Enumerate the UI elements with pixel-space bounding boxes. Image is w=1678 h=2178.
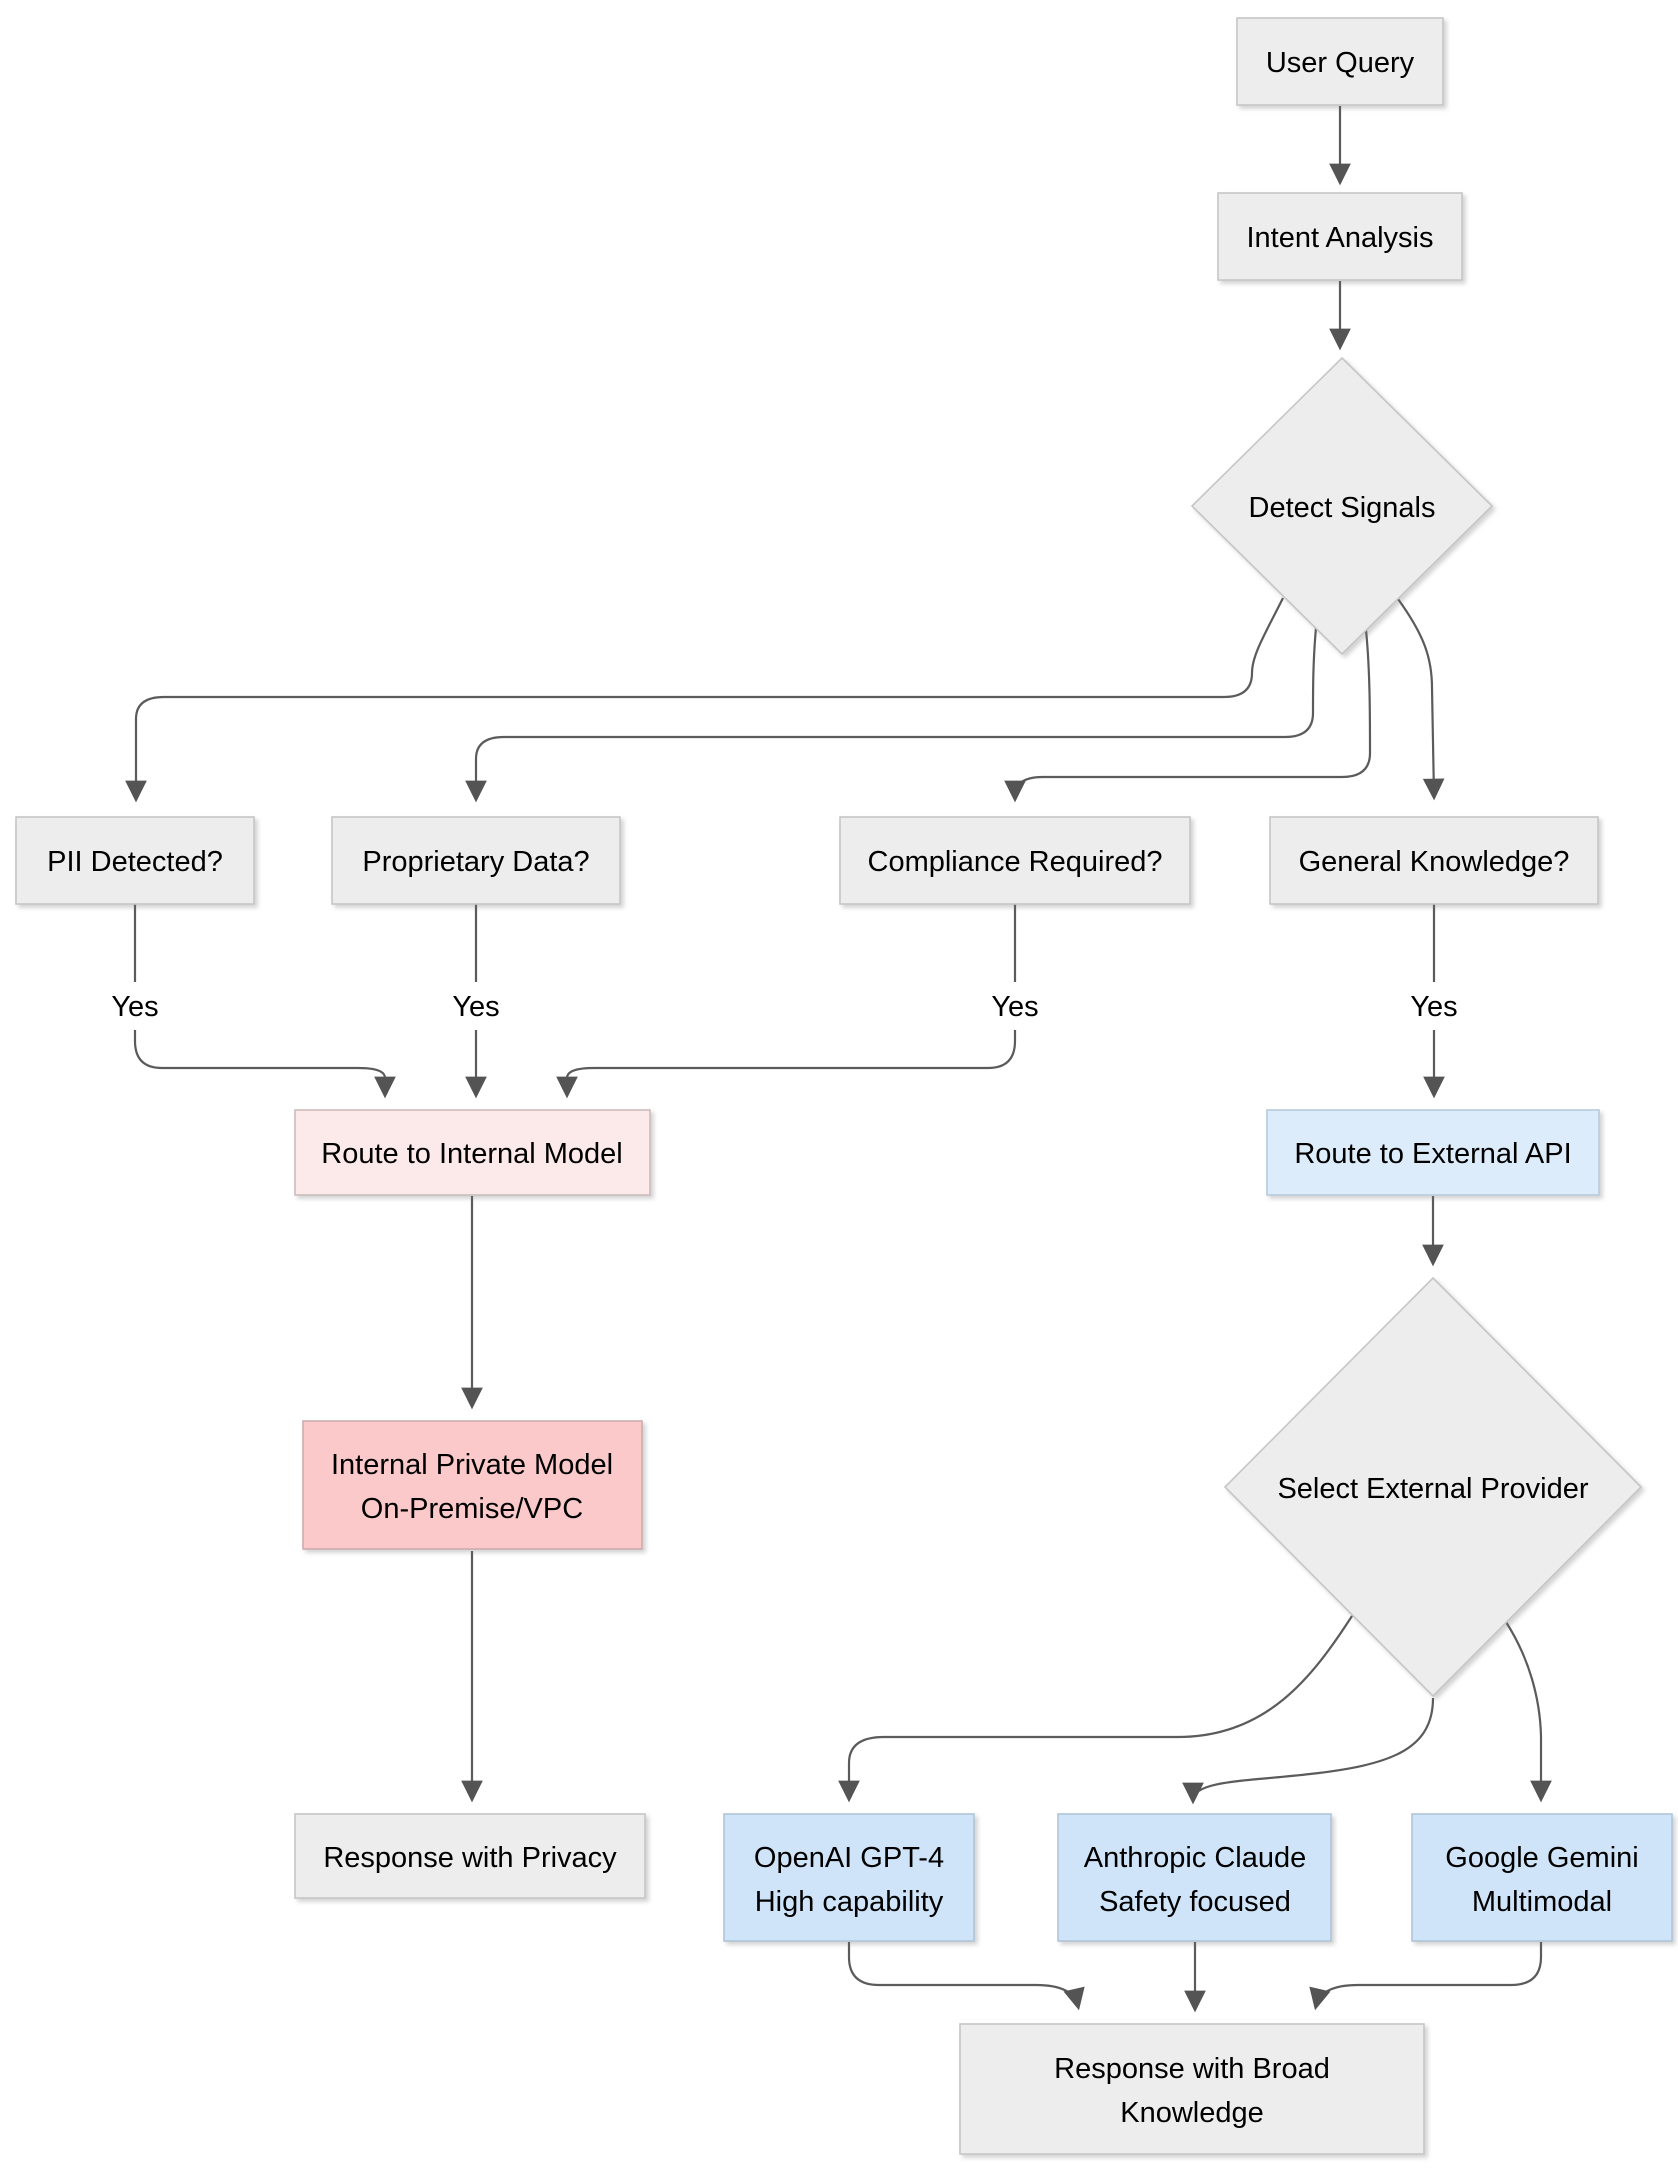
node-pii-detected-label: PII Detected? (47, 846, 223, 878)
edge-detect-to-general (1397, 598, 1445, 801)
node-select-provider-label: Select External Provider (1277, 1473, 1588, 1505)
edge-label-general-yes: Yes (1410, 991, 1457, 1023)
edges (125, 106, 1552, 2013)
node-response-broad-line2: Knowledge (1120, 2097, 1264, 2129)
node-route-external-label: Route to External API (1294, 1138, 1571, 1170)
node-proprietary-data: Proprietary Data? (331, 816, 621, 905)
node-intent-analysis: Intent Analysis (1217, 192, 1463, 281)
edge-select-to-openai (838, 1615, 1353, 1803)
edge-label-bg (97, 982, 173, 1030)
edge-label-bg (977, 982, 1053, 1030)
edge-compliance-yes (556, 904, 1017, 1099)
node-detect-signals-label: Detect Signals (1249, 492, 1436, 524)
edge-label-pii-yes: Yes (111, 991, 158, 1023)
edge-labels: Yes Yes Yes Yes (97, 982, 1472, 1030)
node-compliance-required-label: Compliance Required? (868, 846, 1163, 878)
node-internal-private-model-line2: On-Premise/VPC (361, 1493, 583, 1525)
node-response-privacy: Response with Privacy (294, 1813, 646, 1899)
node-response-broad: Response with Broad Knowledge (959, 2023, 1425, 2155)
node-route-internal-label: Route to Internal Model (321, 1138, 622, 1170)
node-openai-gpt4-line2: High capability (755, 1886, 944, 1918)
node-route-internal: Route to Internal Model (294, 1109, 651, 1196)
node-google-gemini-line2: Multimodal (1472, 1886, 1612, 1918)
node-internal-private-model: Internal Private Model On-Premise/VPC (302, 1420, 643, 1550)
node-compliance-required: Compliance Required? (839, 816, 1191, 905)
edge-label-bg (1396, 982, 1472, 1030)
node-anthropic-claude-line2: Safety focused (1099, 1886, 1291, 1918)
edge-label-proprietary-yes: Yes (452, 991, 499, 1023)
node-intent-analysis-label: Intent Analysis (1247, 222, 1434, 254)
node-user-query-label: User Query (1266, 47, 1415, 79)
edge-gemini-to-broad (1309, 1942, 1543, 2011)
node-anthropic-claude-line1: Anthropic Claude (1084, 1842, 1306, 1874)
edge-detect-to-compliance (1004, 629, 1372, 803)
nodes: User Query Intent Analysis Detect Signal… (15, 17, 1673, 2155)
edge-select-to-gemini (1505, 1621, 1552, 1803)
node-internal-private-model-line1: Internal Private Model (331, 1449, 613, 1481)
node-pii-detected: PII Detected? (15, 816, 255, 905)
node-proprietary-data-label: Proprietary Data? (362, 846, 589, 878)
edge-openai-to-broad (847, 1942, 1085, 2011)
edge-label-bg (438, 982, 514, 1030)
node-openai-gpt4-line1: OpenAI GPT-4 (754, 1842, 944, 1874)
edge-select-to-anthropic (1182, 1697, 1435, 1805)
node-general-knowledge-label: General Knowledge? (1299, 846, 1570, 878)
node-user-query: User Query (1236, 17, 1444, 106)
node-openai-gpt4: OpenAI GPT-4 High capability (723, 1813, 975, 1942)
node-anthropic-claude: Anthropic Claude Safety focused (1057, 1813, 1332, 1942)
edge-detect-to-pii (125, 597, 1284, 803)
edge-detect-to-proprietary (465, 627, 1318, 803)
edge-label-compliance-yes: Yes (991, 991, 1038, 1023)
node-general-knowledge: General Knowledge? (1269, 816, 1599, 905)
node-detect-signals-decision: Detect Signals (1190, 356, 1494, 656)
node-route-external: Route to External API (1266, 1109, 1600, 1196)
edge-pii-yes (133, 904, 396, 1099)
node-select-provider-decision: Select External Provider (1223, 1276, 1643, 1698)
node-google-gemini-line1: Google Gemini (1445, 1842, 1638, 1874)
node-google-gemini: Google Gemini Multimodal (1411, 1813, 1673, 1942)
node-response-privacy-label: Response with Privacy (323, 1842, 617, 1874)
node-response-broad-line1: Response with Broad (1054, 2053, 1330, 2085)
